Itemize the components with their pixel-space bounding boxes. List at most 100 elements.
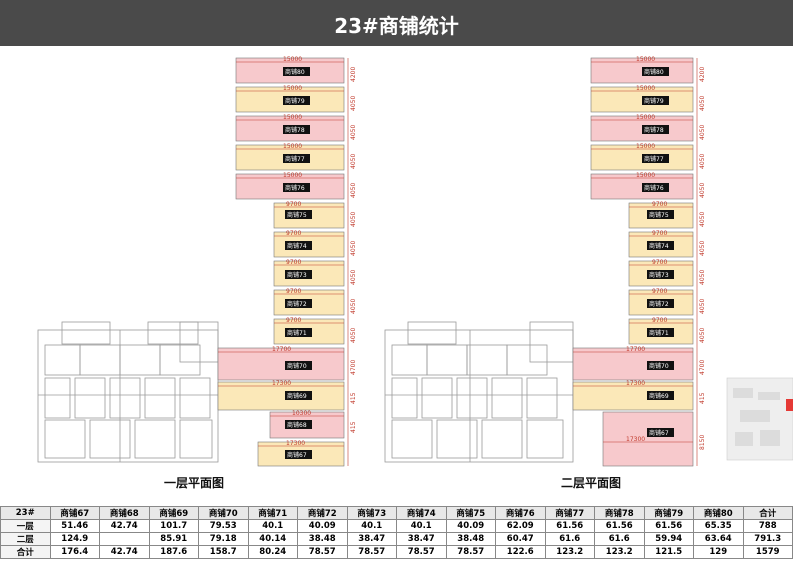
shop-label-70: 商铺70	[287, 362, 307, 370]
table-cell: 129	[693, 545, 744, 559]
dim-15000: 15000	[636, 56, 655, 63]
shop-label-77: 商铺77	[644, 155, 664, 163]
shop-label-79: 商铺79	[285, 97, 305, 105]
table-cell: 122.6	[495, 545, 546, 559]
table-cell: 61.6	[544, 532, 595, 546]
table-header-cell: 商铺72	[297, 506, 348, 520]
dim-9700: 9700	[652, 201, 667, 208]
dim-15000: 15000	[636, 85, 655, 92]
shop-label-69: 商铺69	[649, 392, 669, 400]
dim-15000: 15000	[636, 172, 655, 179]
shop-label-74: 商铺74	[287, 242, 307, 250]
shop-label-77: 商铺77	[285, 155, 305, 163]
table-cell: 40.09	[297, 519, 348, 533]
shop-label-73: 商铺73	[649, 271, 669, 279]
table-cell: 85.91	[148, 532, 199, 546]
dim-415: 415	[350, 421, 357, 433]
residential-block-right	[384, 321, 574, 463]
shop-label-71: 商铺71	[287, 329, 307, 337]
dim-4050: 4050	[699, 299, 706, 314]
dim-17300: 17300	[626, 380, 645, 387]
table-cell: 788	[742, 519, 793, 533]
shop-label-67: 商铺67	[649, 429, 669, 437]
dim-4050: 4050	[699, 125, 706, 140]
dim-9700: 9700	[286, 288, 301, 295]
dim-9700: 9700	[286, 259, 301, 266]
shop-label-72: 商铺72	[287, 300, 307, 308]
dim-4050: 4050	[350, 96, 357, 111]
dim-4050: 4050	[699, 183, 706, 198]
shop-label-75: 商铺75	[649, 211, 669, 219]
floor-plans: 15000 15000 15000 15000 15000 9700 9700 …	[37, 56, 793, 467]
table-cell: 791.3	[742, 532, 793, 546]
table-header-cell: 商铺75	[445, 506, 496, 520]
dim-4050: 4050	[350, 241, 357, 256]
shop-label-68: 商铺68	[287, 421, 307, 429]
table-header-cell: 商铺78	[594, 506, 645, 520]
dim-4050: 4050	[350, 299, 357, 314]
dim-4050: 4050	[699, 154, 706, 169]
shop-tower-right	[572, 57, 694, 467]
dim-415: 415	[350, 392, 357, 404]
table-cell: 40.1	[396, 519, 447, 533]
table-cell: 101.7	[148, 519, 199, 533]
dim-15000: 15000	[636, 114, 655, 121]
table-cell: 65.35	[693, 519, 744, 533]
dim-4050: 4050	[699, 96, 706, 111]
table-cell: 38.48	[297, 532, 348, 546]
table-cell: 42.74	[99, 519, 150, 533]
dim-9700: 9700	[652, 288, 667, 295]
second-floor-plan: 15000 15000 15000 15000 15000 9700 9700 …	[384, 56, 706, 467]
table-cell: 158.7	[198, 545, 249, 559]
table-header-cell: 商铺76	[495, 506, 546, 520]
table-cell: 38.47	[346, 532, 397, 546]
table-cell: 63.64	[693, 532, 744, 546]
table-cell: 42.74	[99, 545, 150, 559]
dim-15000: 15000	[283, 85, 302, 92]
table-header-cell: 商铺74	[396, 506, 447, 520]
residential-block-left	[37, 321, 219, 463]
dim-4200: 4200	[699, 67, 706, 82]
table-header-cell: 商铺71	[247, 506, 298, 520]
table-cell: 40.09	[445, 519, 496, 533]
dim-4050: 4050	[350, 270, 357, 285]
shop-tower-left	[217, 57, 345, 467]
table-cell: 121.5	[643, 545, 694, 559]
dim-4050: 4050	[699, 270, 706, 285]
dim-15000: 15000	[283, 56, 302, 63]
dim-4050: 4050	[699, 212, 706, 227]
dim-4200: 4200	[350, 67, 357, 82]
shop-label-72: 商铺72	[649, 300, 669, 308]
table-header-cell: 合计	[742, 506, 793, 520]
dim-9700: 9700	[286, 230, 301, 237]
table-header-cell: 商铺79	[643, 506, 694, 520]
table-cell: 78.57	[297, 545, 348, 559]
table-header-cell: 商铺69	[148, 506, 199, 520]
table-cell: 80.24	[247, 545, 298, 559]
table-cell: 40.1	[346, 519, 397, 533]
table-cell: 187.6	[148, 545, 199, 559]
shop-label-67: 商铺67	[287, 451, 307, 459]
table-cell: 79.53	[198, 519, 249, 533]
dim-4050: 4050	[699, 241, 706, 256]
table-row-label: 合计	[0, 545, 51, 559]
dim-17300: 17300	[286, 440, 305, 447]
table-cell: 61.56	[544, 519, 595, 533]
table-cell: 61.56	[594, 519, 645, 533]
plan-caption-first-floor: 一层平面图	[164, 476, 225, 490]
table-cell: 62.09	[495, 519, 546, 533]
dim-4050: 4050	[350, 212, 357, 227]
table-cell: 40.14	[247, 532, 298, 546]
dim-9700: 9700	[652, 230, 667, 237]
table-header-cell: 商铺68	[99, 506, 150, 520]
dim-8150: 8150	[699, 435, 706, 450]
table-cell: 51.46	[49, 519, 100, 533]
table-cell: 123.2	[544, 545, 595, 559]
dim-9700: 9700	[286, 317, 301, 324]
table-cell: 176.4	[49, 545, 100, 559]
dim-17700: 17700	[626, 346, 645, 353]
